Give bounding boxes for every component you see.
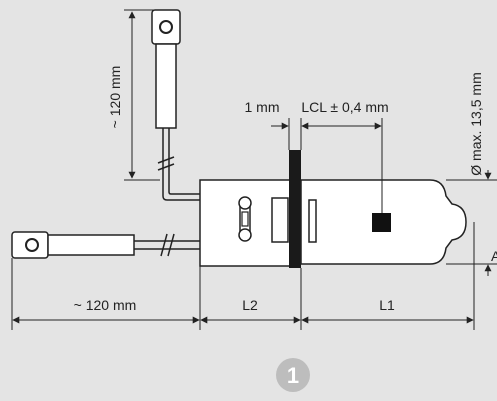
badge-number: 1 [287, 363, 299, 388]
retaining-clip [271, 197, 289, 243]
left-terminal-sleeve [47, 234, 135, 256]
top-cable-length-label: ~ 120 mm [107, 66, 123, 129]
left-wire-break-1 [160, 233, 168, 257]
left-wire-break-2 [167, 233, 175, 257]
left-cable-length-label: ~ 120 mm [74, 297, 137, 313]
dim-bottom-row: ~ 120 mm L2 L1 [11, 222, 475, 330]
inner-clip-slot [308, 199, 317, 243]
contact-pin-bottom-ring [238, 228, 252, 242]
left-terminal-hole [25, 238, 39, 252]
flange-thickness-label: 1 mm [245, 99, 280, 115]
filament [372, 213, 391, 232]
lcl-tolerance-label: LCL ± 0,4 mm [301, 99, 388, 115]
dim-top-cable: ~ 120 mm [107, 9, 160, 181]
lamp-base [199, 179, 294, 267]
top-wire-break-1 [157, 156, 175, 164]
top-wire-break-2 [157, 163, 175, 171]
left-cable-assembly [11, 231, 200, 259]
top-terminal-hole [159, 20, 173, 34]
top-wire [162, 128, 200, 201]
contact-pin-top-ring [238, 196, 252, 210]
top-wire-inner [168, 128, 200, 195]
contact-pin-center [241, 211, 249, 227]
cut-letter-label: A [491, 248, 497, 264]
top-cable-assembly [151, 9, 200, 201]
flange [289, 150, 301, 268]
l1-label: L1 [379, 297, 395, 313]
dim-max-diameter: Ø max. 13,5 mm A [446, 72, 497, 276]
badge-circle [276, 358, 310, 392]
figure-number-badge: 1 [276, 358, 310, 392]
l2-label: L2 [242, 297, 258, 313]
lamp-capsule [300, 179, 467, 265]
dim-lcl: 1 mm LCL ± 0,4 mm [245, 99, 389, 213]
max-diameter-label: Ø max. 13,5 mm [468, 72, 484, 175]
top-terminal-sleeve [155, 43, 177, 129]
